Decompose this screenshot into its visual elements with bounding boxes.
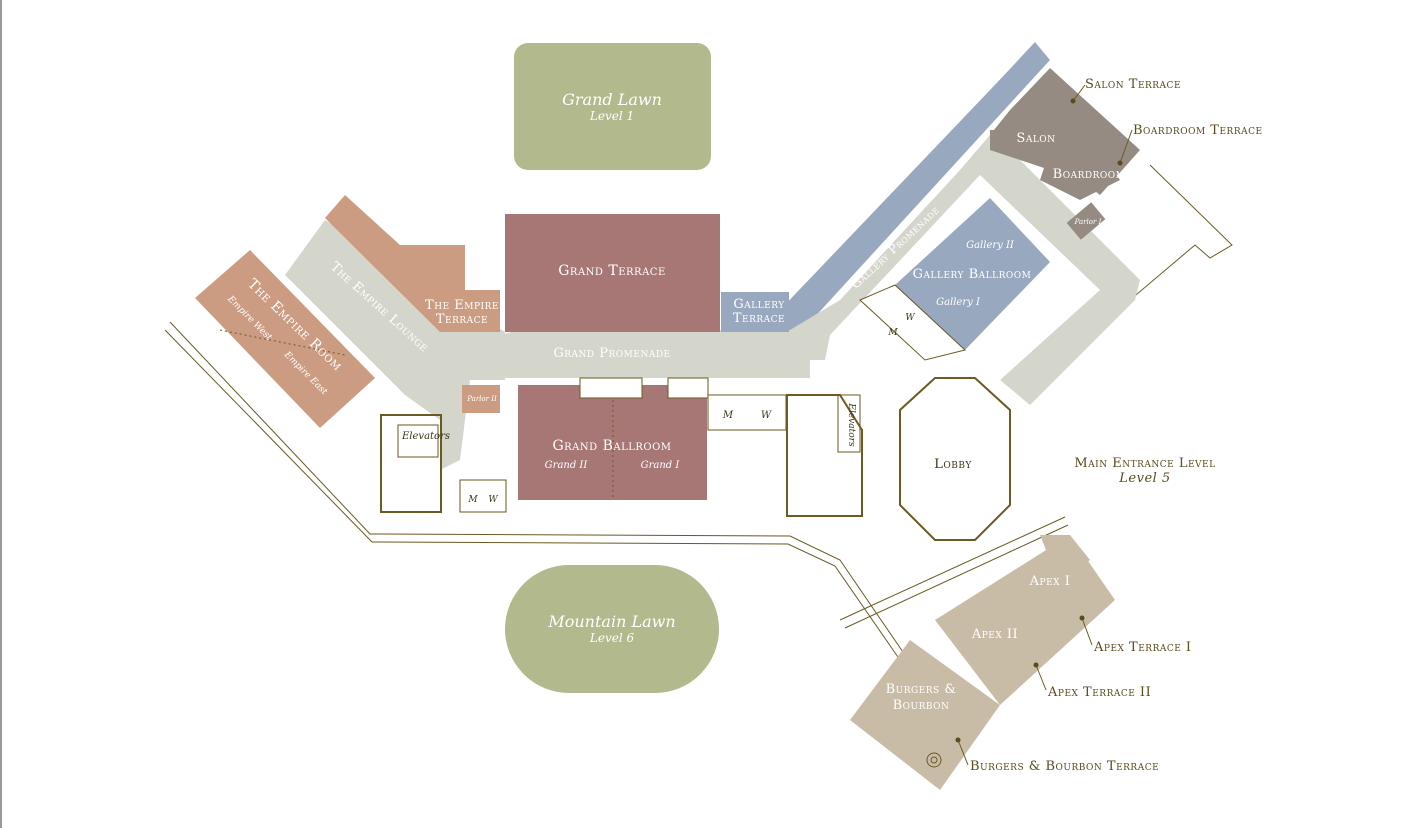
gallery-ii-label: Gallery II xyxy=(966,240,1015,251)
apex-terrace-ii-dot xyxy=(1033,662,1039,668)
apex-terrace-ii-leader xyxy=(1035,664,1047,691)
grand-promenade-label: Grand Promenade xyxy=(553,346,670,361)
salon-terrace-dot xyxy=(1070,98,1076,104)
salon-label: Salon xyxy=(1016,131,1055,146)
left-elevator-core xyxy=(380,414,442,513)
salon[interactable] xyxy=(990,130,1060,170)
boardroom-label: Boardroom xyxy=(1053,167,1126,182)
gallery-ballroom-label: Gallery Ballroom xyxy=(913,267,1032,282)
gallery-terrace-label-1: Gallery xyxy=(733,297,785,312)
grand-i-label: Grand I xyxy=(641,460,681,471)
apex-terrace-ii-label: Apex Terrace II xyxy=(1047,685,1151,700)
grand-terrace[interactable] xyxy=(505,214,720,332)
empire-terrace-label-1: The Empire xyxy=(425,298,499,313)
fire-pit-inner xyxy=(930,756,938,764)
ballroom-service xyxy=(667,377,709,399)
mountain-lawn-area[interactable] xyxy=(505,565,719,693)
lower-restrooms xyxy=(459,479,507,513)
apex-i[interactable] xyxy=(1040,535,1090,585)
mid-men-label: M xyxy=(722,410,734,421)
burgers-label-1: Burgers & xyxy=(886,682,957,697)
parlor-ii-label: Parlor II xyxy=(466,395,497,403)
boardroom-terrace-label: Boardroom Terrace xyxy=(1133,123,1263,138)
burgers-label-2: Bourbon xyxy=(893,698,950,713)
parlor-i[interactable] xyxy=(1066,202,1106,240)
main-entrance-level: Level 5 xyxy=(1118,471,1170,486)
left-elevators-label: Elevators xyxy=(401,431,450,442)
gallery-women-label: W xyxy=(905,313,915,323)
apex-terrace-i-dot xyxy=(1079,615,1085,621)
empire-lounge-corridor[interactable] xyxy=(285,220,505,470)
mountain-lawn-level: Level 6 xyxy=(589,631,635,645)
grand-lawn-area[interactable] xyxy=(514,43,711,170)
apex-terrace-i-leader xyxy=(1081,617,1093,646)
mountain-lawn-label: Mountain Lawn xyxy=(547,612,675,631)
fire-pit xyxy=(926,752,942,768)
apex-i-label: Apex I xyxy=(1029,574,1071,589)
empire-room-divider xyxy=(219,329,346,356)
gallery-terrace-label-2: Terrace xyxy=(733,311,785,326)
mid-women-label: W xyxy=(761,410,772,421)
ballroom-foyer xyxy=(579,377,643,399)
middle-elevators-box xyxy=(837,394,861,453)
apex-ii-label: Apex II xyxy=(971,627,1018,642)
grand-lawn-level: Level 1 xyxy=(589,109,634,123)
middle-core xyxy=(786,394,863,517)
empire-terrace[interactable] xyxy=(325,195,500,332)
lobby-outline xyxy=(899,377,1011,541)
empire-terrace-label-2: Terrace xyxy=(436,312,488,327)
gallery-terrace[interactable] xyxy=(721,292,789,332)
grand-ballroom-label: Grand Ballroom xyxy=(552,438,671,454)
main-entrance-label: Main Entrance Level xyxy=(1074,456,1215,471)
grand-ii-label: Grand II xyxy=(545,460,589,471)
salon-terrace-leader xyxy=(1072,84,1086,102)
gallery-terrace-strip-upper xyxy=(795,42,1050,320)
lobby-label: Lobby xyxy=(934,457,972,472)
parlor-i-label: Parlor I xyxy=(1074,218,1102,226)
boardroom-terrace-leader xyxy=(1119,129,1133,164)
gallery-ballroom[interactable] xyxy=(895,198,1050,350)
gallery-i-label: Gallery I xyxy=(936,297,981,308)
outer-terrace-outline xyxy=(1129,164,1233,301)
middle-restrooms xyxy=(707,394,787,431)
site-boundary xyxy=(164,321,906,661)
burgers-terrace-label: Burgers & Bourbon Terrace xyxy=(970,759,1159,774)
apex-area[interactable] xyxy=(935,535,1115,705)
grand-lawn-label: Grand Lawn xyxy=(562,90,662,109)
bb-terrace-dot xyxy=(955,737,961,743)
gallery-men-label: M xyxy=(887,328,898,338)
left-men-label: M xyxy=(467,495,478,505)
walkway xyxy=(839,516,1069,629)
boardroom-terrace-dot xyxy=(1117,160,1123,166)
middle-elevators-label: Elevators xyxy=(846,402,856,447)
salon-terrace-label: Salon Terrace xyxy=(1085,77,1181,92)
bb-terrace-leader xyxy=(957,739,969,766)
apex-terrace-i-label: Apex Terrace I xyxy=(1093,640,1192,655)
grand-terrace-label: Grand Terrace xyxy=(558,263,666,279)
grand-promenade-corridor[interactable] xyxy=(505,335,810,378)
empire-room[interactable] xyxy=(195,250,375,428)
left-women-label: W xyxy=(488,495,498,505)
boardroom[interactable] xyxy=(1040,150,1120,200)
elevator-box xyxy=(397,424,439,458)
parlor-ii[interactable] xyxy=(462,385,500,413)
gallery-restrooms xyxy=(859,284,967,361)
